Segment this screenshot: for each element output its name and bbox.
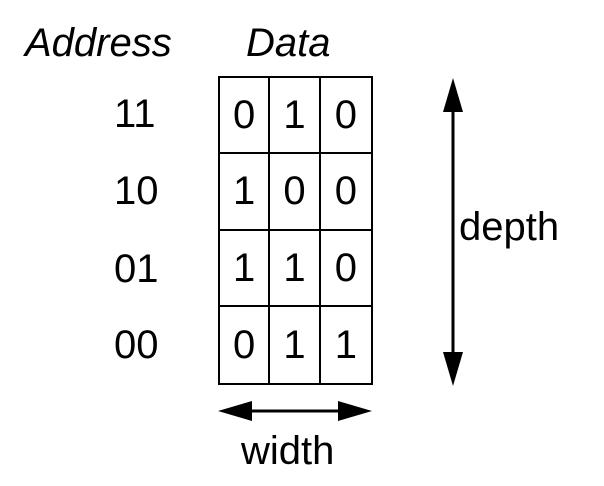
depth-label: depth <box>459 205 560 249</box>
memory-cell: 0 <box>220 306 271 383</box>
address-header: Address <box>25 21 172 65</box>
memory-cell: 1 <box>334 322 357 367</box>
data-header: Data <box>246 21 331 65</box>
width-label: width <box>241 429 335 473</box>
memory-cell: 0 <box>320 231 371 307</box>
depth-arrow <box>443 78 463 386</box>
memory-cell: 1 <box>220 230 271 307</box>
memory-cell: 0 <box>270 154 321 231</box>
memory-cell: 1 <box>270 230 321 307</box>
address-label: 00 <box>114 323 159 367</box>
memory-array: 0 1 0 1 0 0 1 1 0 0 1 1 <box>218 76 373 385</box>
memory-cell: 1 <box>270 306 321 383</box>
address-label: 01 <box>114 247 159 291</box>
width-arrow <box>218 401 372 421</box>
address-label: 11 <box>114 92 156 136</box>
memory-cell: 0 <box>220 78 271 155</box>
memory-cell: 1 <box>270 78 321 155</box>
memory-cell: 1 <box>220 154 271 231</box>
memory-cell: 0 <box>320 154 371 231</box>
address-label: 10 <box>114 169 159 213</box>
memory-cell: 0 <box>320 78 371 155</box>
